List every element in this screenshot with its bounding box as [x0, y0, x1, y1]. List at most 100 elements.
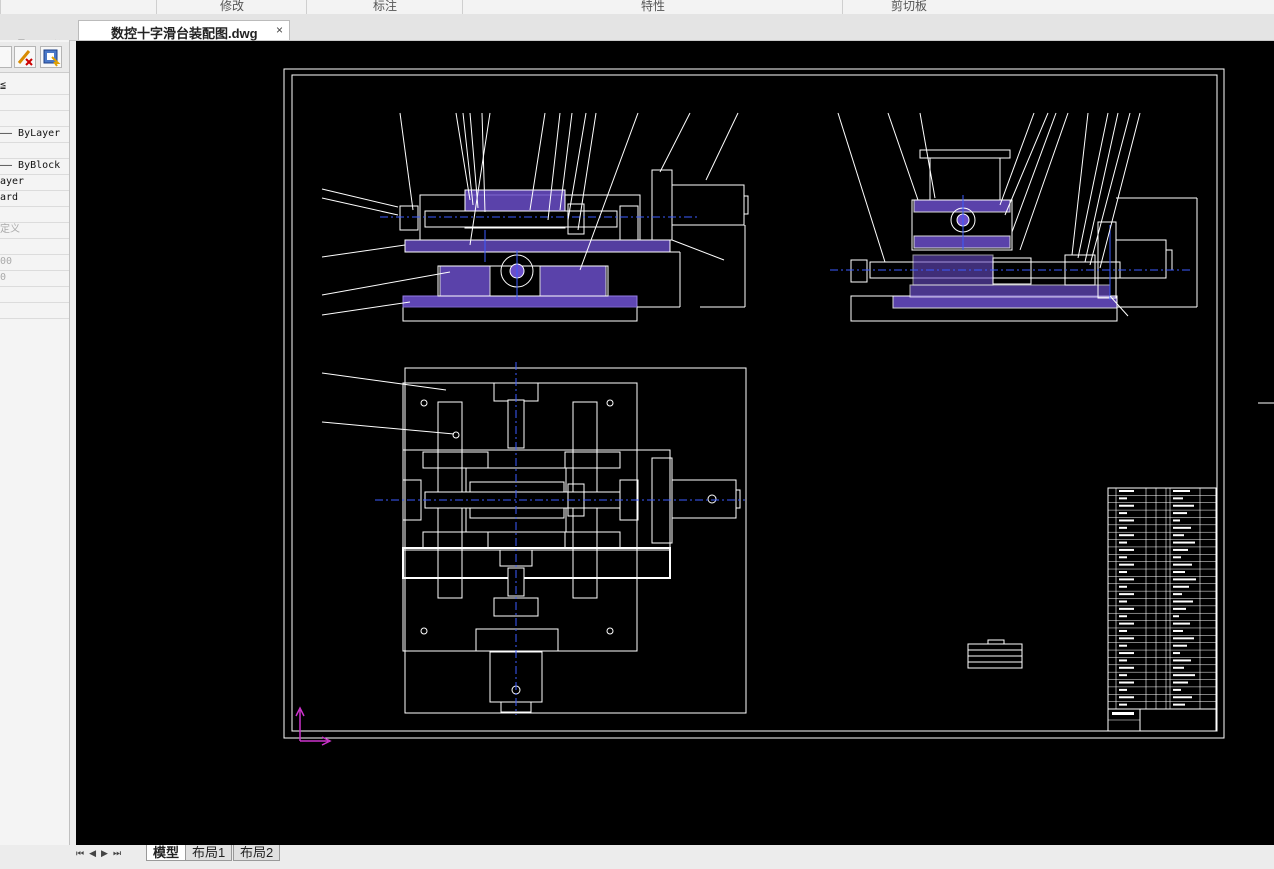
parts-list-table[interactable] [1107, 487, 1217, 732]
parts-list-line [1173, 556, 1181, 559]
sheet-inner-frame [291, 74, 1218, 732]
parts-list-line [1173, 490, 1190, 492]
parts-list-line [1119, 519, 1134, 522]
parts-list-line [1119, 541, 1127, 544]
parts-list-line [1173, 497, 1183, 500]
parts-list-line [1119, 585, 1127, 588]
parts-list-line [1173, 637, 1194, 640]
ribbon-group-modify[interactable]: 修改 [156, 0, 307, 14]
property-row[interactable] [0, 142, 69, 159]
property-row[interactable]: —— ByBlock [0, 158, 69, 175]
property-row[interactable] [0, 110, 69, 127]
layout-tab-layout2[interactable]: 布局2 [233, 845, 281, 861]
property-row[interactable]: 00 [0, 254, 69, 271]
parts-list-line [1173, 703, 1185, 706]
layout-nav: ⏮◀▶⏭ [76, 848, 126, 859]
parts-list-line [1119, 622, 1134, 625]
parts-list-line [1173, 644, 1187, 647]
parts-list-line [1119, 659, 1127, 662]
property-row[interactable] [0, 206, 69, 223]
parts-list-line [1173, 696, 1192, 699]
parts-list-line [1119, 674, 1127, 677]
nav-first-icon[interactable]: ⏮ [76, 848, 90, 858]
property-row[interactable]: —— ByLayer [0, 126, 69, 143]
panel-toolbar [0, 42, 69, 73]
parts-list-line [1173, 674, 1195, 677]
parts-list-line [1119, 490, 1134, 492]
front-view[interactable] [380, 169, 749, 322]
nav-prev-icon[interactable]: ◀ [89, 848, 102, 858]
parts-list-line [1119, 703, 1127, 706]
ribbon-group-dimension[interactable]: 标注 [306, 0, 463, 14]
document-tab-bar: ▼ ㄗ × 数控十字滑台装配图.dwg × [0, 14, 1274, 52]
property-row[interactable] [0, 302, 69, 319]
parts-list-line [1119, 644, 1127, 647]
parts-list-line [1119, 556, 1127, 559]
ribbon-group-clipboard[interactable]: 剪切板 [842, 0, 975, 14]
side-view[interactable] [830, 149, 1198, 322]
parts-list-line [1119, 548, 1134, 551]
parts-list-line [1173, 688, 1181, 691]
parts-list-line [1119, 571, 1127, 574]
parts-list-line [1173, 504, 1194, 507]
property-row[interactable]: ayer [0, 174, 69, 191]
symbol-block [967, 639, 1023, 669]
quick-select-icon [43, 49, 61, 67]
panel-tool-partial-button[interactable] [0, 46, 12, 68]
parts-list-line [1119, 637, 1134, 640]
parts-list-line [1173, 629, 1183, 632]
document-tab-close-icon[interactable]: × [275, 23, 283, 37]
parts-list-line [1119, 512, 1127, 515]
drawing-canvas[interactable] [76, 41, 1274, 845]
parts-list-line [1173, 615, 1179, 618]
ucs-icon [295, 706, 332, 746]
property-row[interactable] [0, 286, 69, 303]
parts-list-line [1173, 526, 1191, 529]
parts-list-line [1119, 688, 1127, 691]
top-view-leaders [321, 372, 455, 435]
parts-list-line [1119, 497, 1127, 500]
parts-list-line [1173, 563, 1192, 566]
property-row[interactable]: ≦ [0, 78, 69, 95]
property-row[interactable] [0, 238, 69, 255]
layout-tab-model[interactable]: 模型 [146, 845, 187, 861]
parts-list-line [1173, 548, 1188, 551]
parts-list-line [1119, 696, 1134, 699]
parts-list-line [1119, 593, 1134, 596]
property-row[interactable] [0, 94, 69, 111]
quick-select-button[interactable] [40, 46, 62, 68]
property-row[interactable]: ard [0, 190, 69, 207]
ribbon-group-properties[interactable]: 特性 [462, 0, 843, 14]
parts-list-line [1173, 541, 1195, 544]
sheet-outer-frame [283, 68, 1225, 739]
pencil-select-icon [17, 50, 33, 66]
document-tab[interactable]: 数控十字滑台装配图.dwg × [78, 20, 290, 41]
parts-list-line [1119, 526, 1127, 529]
ribbon-group-blank [0, 0, 157, 14]
parts-list-line [1173, 578, 1196, 581]
select-objects-button[interactable] [14, 46, 36, 68]
parts-list-line [1119, 615, 1127, 618]
parts-list-line [1119, 652, 1134, 655]
parts-list-line [1173, 659, 1191, 662]
property-row[interactable]: 0 [0, 270, 69, 287]
parts-list-line [1173, 607, 1186, 610]
nav-last-icon[interactable]: ⏭ [112, 848, 127, 858]
nav-next-icon[interactable]: ▶ [101, 848, 113, 858]
parts-list-line [1107, 487, 1217, 732]
top-view[interactable] [375, 362, 747, 715]
parts-list-line [1119, 563, 1134, 566]
parts-list-line [1119, 681, 1134, 684]
parts-list-line [1173, 600, 1193, 603]
property-row[interactable]: 定义 [0, 222, 69, 239]
layout-tab-layout1[interactable]: 布局1 [185, 845, 233, 861]
document-tab-title: 数控十字滑台装配图.dwg [111, 26, 258, 41]
parts-list-line [1173, 571, 1185, 574]
parts-list-line [1173, 593, 1182, 596]
parts-list-line [1119, 607, 1134, 610]
cad-drawing[interactable] [76, 41, 1274, 845]
parts-list-line [1119, 629, 1127, 632]
parts-list-line [1173, 652, 1180, 655]
parts-list-line [1173, 512, 1187, 515]
